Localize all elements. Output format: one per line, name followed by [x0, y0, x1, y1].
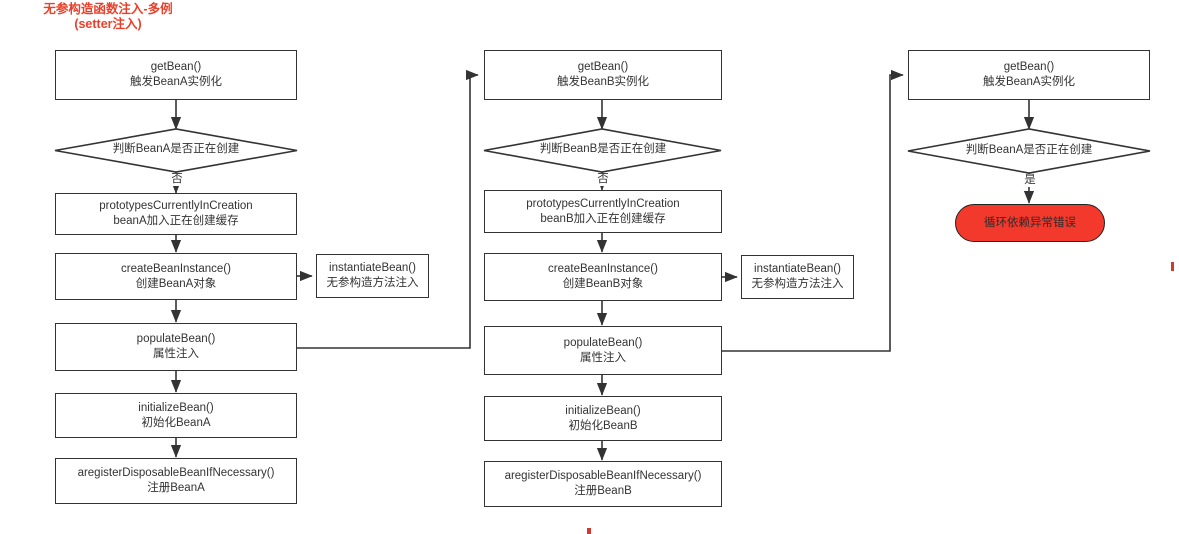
node-get-bean-a[interactable]: getBean() 触发BeanA实例化 [55, 50, 297, 100]
node-circular-dependency-error[interactable]: 循环依赖异常错误 [955, 204, 1105, 242]
node-line-2: 无参构造方法注入 [326, 277, 419, 289]
node-line-1: getBean() [1003, 61, 1055, 73]
node-line-2: 触发BeanB实例化 [556, 76, 650, 88]
node-get-bean-b[interactable]: getBean() 触发BeanB实例化 [484, 50, 722, 100]
node-line-1: populateBean() [563, 336, 643, 349]
node-prototypes-cache-b[interactable]: prototypesCurrentlyInCreation beanB加入正在创… [484, 190, 722, 233]
node-register-disposable-b[interactable]: aregisterDisposableBeanIfNecessary() 注册B… [484, 461, 722, 507]
node-line-2: 初始化BeanB [568, 419, 638, 432]
node-decide-bean-a[interactable]: 判断BeanA是否正在创建 [56, 143, 296, 156]
node-line-1: 判断BeanB是否正在创建 [539, 143, 667, 155]
node-line-2: beanA加入正在创建缓存 [113, 215, 239, 227]
node-line-1: prototypesCurrentlyInCreation [526, 197, 680, 210]
node-register-disposable-a[interactable]: aregisterDisposableBeanIfNecessary() 注册B… [55, 458, 297, 504]
node-line-1: 判断BeanA是否正在创建 [112, 143, 240, 155]
edge-label-a2-yes: 是 [1019, 174, 1041, 187]
node-line-2: 无参构造方法注入 [751, 278, 844, 290]
node-line-1: prototypesCurrentlyInCreation [99, 200, 253, 212]
node-decide-bean-a-2[interactable]: 判断BeanA是否正在创建 [909, 144, 1149, 157]
node-line-1: createBeanInstance() [121, 262, 231, 275]
node-instantiate-bean-b[interactable]: instantiateBean() 无参构造方法注入 [741, 255, 854, 299]
node-line-1: aregisterDisposableBeanIfNecessary() [504, 470, 702, 482]
node-line-2: 初始化BeanA [141, 416, 211, 429]
node-line-2: 触发BeanA实例化 [129, 76, 223, 88]
node-line-2: 注册BeanA [147, 482, 205, 494]
node-line-2: 属性注入 [153, 348, 199, 360]
edge-a-populate-to-b-getbean [297, 69, 479, 349]
edge-b-populate-to-a2-getbean [721, 69, 904, 352]
node-populate-bean-b[interactable]: populateBean() 属性注入 [484, 326, 722, 375]
node-initialize-bean-a[interactable]: initializeBean() 初始化BeanA [55, 393, 297, 438]
node-prototypes-cache-a[interactable]: prototypesCurrentlyInCreation beanA加入正在创… [55, 193, 297, 235]
annotation-mark-right [1171, 262, 1174, 271]
node-line-1: initializeBean() [138, 401, 214, 414]
edge-label-a-no: 否 [166, 173, 188, 186]
node-create-bean-instance-a[interactable]: createBeanInstance() 创建BeanA对象 [55, 253, 297, 300]
node-line-1: populateBean() [136, 333, 216, 345]
node-line-2: 注册BeanB [574, 485, 632, 497]
node-line-1: instantiateBean() [754, 263, 841, 275]
node-initialize-bean-b[interactable]: initializeBean() 初始化BeanB [484, 396, 722, 441]
edge-label-b-no: 否 [592, 173, 614, 186]
node-line-1: getBean() [577, 61, 629, 73]
node-populate-bean-a[interactable]: populateBean() 属性注入 [55, 323, 297, 371]
node-line-2: 创建BeanA对象 [135, 277, 217, 290]
node-create-bean-instance-b[interactable]: createBeanInstance() 创建BeanB对象 [484, 253, 722, 301]
node-instantiate-bean-a[interactable]: instantiateBean() 无参构造方法注入 [316, 254, 429, 298]
node-line-1: createBeanInstance() [548, 263, 658, 275]
diagram-title: 无参构造函数注入-多例 (setter注入) [43, 2, 173, 31]
node-line-2: beanB加入正在创建缓存 [540, 212, 666, 225]
node-line-1: getBean() [150, 61, 202, 73]
node-line-1: 判断BeanA是否正在创建 [965, 144, 1093, 156]
node-line-1: initializeBean() [565, 404, 641, 417]
node-line-1: 循环依赖异常错误 [984, 216, 1076, 229]
node-line-2: 属性注入 [580, 351, 626, 364]
node-line-2: 创建BeanB对象 [562, 278, 644, 290]
node-line-2: 触发BeanA实例化 [982, 76, 1076, 88]
node-get-bean-a-2[interactable]: getBean() 触发BeanA实例化 [908, 50, 1150, 100]
annotation-mark-bottom [587, 528, 591, 534]
node-decide-bean-b[interactable]: 判断BeanB是否正在创建 [485, 143, 721, 156]
node-line-1: instantiateBean() [329, 262, 416, 274]
node-line-1: aregisterDisposableBeanIfNecessary() [77, 467, 275, 479]
